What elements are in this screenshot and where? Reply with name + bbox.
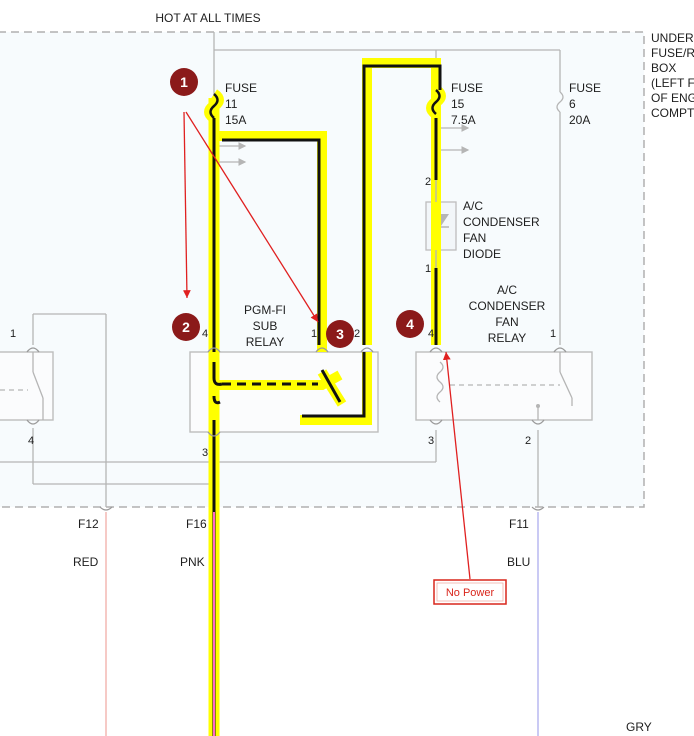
svg-text:PGM-FI: PGM-FI (244, 303, 286, 317)
svg-text:4: 4 (406, 316, 414, 332)
svg-text:6: 6 (569, 97, 576, 111)
svg-text:11: 11 (225, 97, 238, 111)
sub-relay-pin-1: 1 (311, 328, 317, 340)
svg-text:A/C: A/C (463, 199, 483, 213)
left-relay-pin-1: 1 (10, 328, 16, 340)
arrow-to-fan-relay-pin-4 (442, 351, 471, 580)
arrow-to-pin-4 (182, 111, 191, 299)
svg-text:CONDENSER: CONDENSER (463, 215, 540, 229)
diode-pin-2: 2 (425, 176, 431, 188)
diode-pin-1: 1 (425, 263, 431, 275)
diode-label: A/C CONDENSER FAN DIODE 2 1 (425, 176, 540, 275)
fan-relay-pin-2: 2 (525, 435, 531, 447)
svg-text:BOX: BOX (651, 61, 676, 75)
fuse-11-label: FUSE 11 15A (225, 81, 257, 127)
wire-color-red-label: RED (73, 555, 99, 569)
svg-text:7.5A: 7.5A (451, 113, 476, 127)
wire-color-pnk-label: PNK (180, 555, 205, 569)
fan-relay-pin-3: 3 (428, 435, 434, 447)
svg-text:COMPT: COMPT (651, 106, 694, 120)
badge-4: 4 (396, 310, 424, 338)
connector-symbols (99, 506, 545, 511)
connector-f16-label: F16 (186, 517, 207, 531)
svg-text:RELAY: RELAY (246, 335, 284, 349)
fuse-6-label: FUSE 6 20A (569, 81, 601, 127)
svg-text:A/C: A/C (497, 283, 517, 297)
svg-text:FUSE/R: FUSE/R (651, 46, 694, 60)
badge-1: 1 (170, 68, 198, 96)
svg-text:SUB: SUB (253, 319, 278, 333)
svg-text:RELAY: RELAY (488, 331, 526, 345)
svg-text:FUSE: FUSE (569, 81, 601, 95)
wire-color-gry-label: GRY (626, 720, 652, 734)
left-relay-pin-4: 4 (28, 435, 34, 447)
svg-text:CONDENSER: CONDENSER (469, 299, 546, 313)
svg-text:20A: 20A (569, 113, 590, 127)
fan-relay-box (415, 351, 593, 421)
annotation-arrows (182, 111, 471, 580)
fuse-15-label: FUSE 15 7.5A (451, 81, 483, 127)
svg-text:UNDER: UNDER (651, 31, 694, 45)
connector-f11-label: F11 (509, 517, 529, 531)
wire-color-blu-label: BLU (507, 555, 530, 569)
connector-f12-label: F12 (78, 517, 99, 531)
fan-relay-pin-4: 4 (428, 328, 434, 340)
svg-text:3: 3 (336, 326, 344, 342)
svg-text:2: 2 (182, 319, 190, 335)
sub-relay-pin-3: 3 (202, 447, 208, 459)
fan-relay-label: A/C CONDENSER FAN RELAY 4 1 3 2 (428, 283, 556, 447)
svg-text:DIODE: DIODE (463, 247, 501, 261)
fan-relay-internals (436, 352, 573, 420)
fan-relay-pin-1: 1 (550, 328, 556, 340)
svg-text:No Power: No Power (446, 587, 495, 599)
badge-3: 3 (326, 320, 354, 348)
fuse-box-label: UNDER FUSE/R BOX (LEFT F OF ENG COMPT (651, 31, 694, 120)
badge-2: 2 (172, 313, 200, 341)
arrow-to-pin-1 (185, 111, 319, 323)
left-relay-box (0, 351, 54, 421)
svg-text:FAN: FAN (495, 315, 518, 329)
svg-text:15A: 15A (225, 113, 246, 127)
left-relay-internals (0, 352, 44, 420)
svg-text:FAN: FAN (463, 231, 486, 245)
svg-text:1: 1 (180, 74, 188, 90)
svg-text:15: 15 (451, 97, 465, 111)
svg-text:FUSE: FUSE (451, 81, 483, 95)
pgm-fi-sub-relay-label: PGM-FI SUB RELAY 4 1 2 3 (202, 303, 360, 459)
sub-relay-pin-2: 2 (354, 328, 360, 340)
hot-at-all-times-label: HOT AT ALL TIMES (155, 11, 260, 25)
svg-text:(LEFT F: (LEFT F (651, 76, 694, 90)
svg-text:FUSE: FUSE (225, 81, 257, 95)
sub-relay-pin-4: 4 (202, 328, 208, 340)
terminal-cups (26, 347, 567, 437)
highlighted-circuit-path (204, 58, 446, 736)
no-power-callout: No Power (433, 579, 507, 605)
svg-text:OF ENG: OF ENG (651, 91, 694, 105)
